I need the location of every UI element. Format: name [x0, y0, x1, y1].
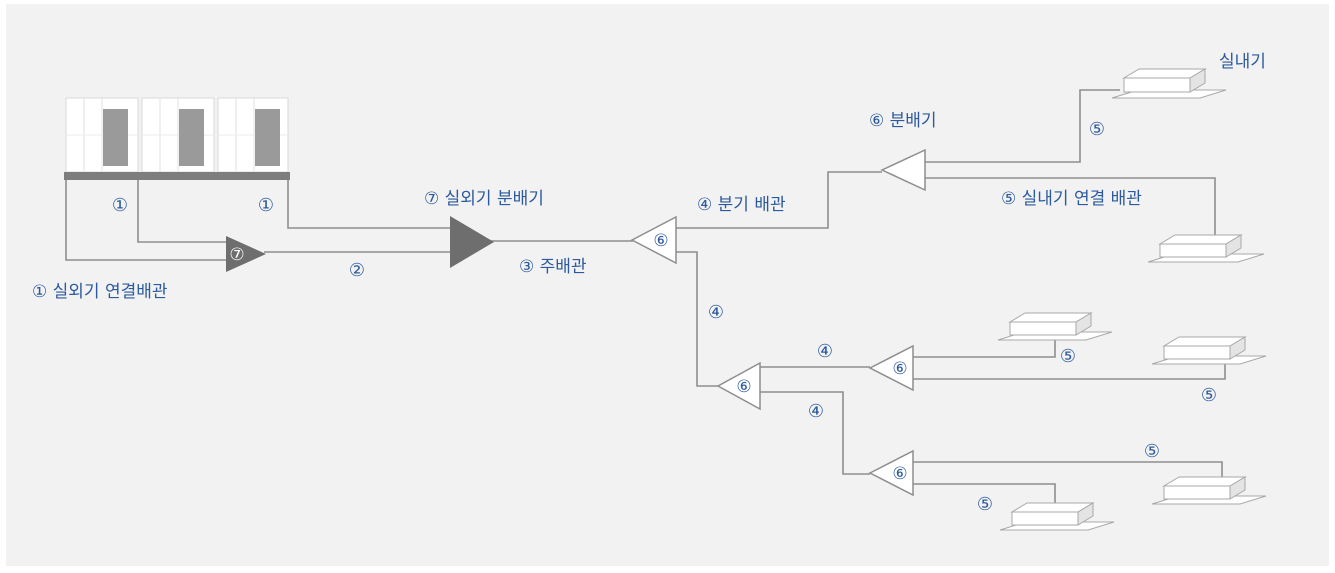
indoor-unit: [1151, 336, 1267, 365]
distributor-main: [630, 215, 677, 265]
indoor-unit: [997, 312, 1113, 341]
branch-pipe-lower: [676, 251, 718, 387]
distributor-lower: [716, 361, 761, 411]
indoor-unit: [999, 502, 1115, 531]
marker-five: ⑤: [1089, 119, 1105, 140]
marker-four: ④: [808, 401, 824, 422]
indoor-unit: [1111, 68, 1227, 99]
branch-pipe-bottom: [760, 391, 870, 475]
outdoor-units: [64, 97, 290, 180]
marker-six: ⑥: [892, 359, 907, 379]
indoor-unit: [1147, 234, 1265, 263]
marker-one: ①: [112, 195, 128, 216]
outdoor-unit: [65, 97, 139, 173]
marker-five: ⑤: [977, 494, 993, 515]
distributor-bottom: [868, 449, 914, 497]
label-outdoor-connection-pipe: ① 실외기 연결배관: [32, 282, 168, 302]
label-main-pipe: ③ 주배관: [519, 257, 587, 277]
distributor-upper: [880, 148, 926, 192]
label-branch-pipe: ④ 분기 배관: [697, 195, 786, 215]
outdoor-connection-pipes: [65, 180, 452, 261]
marker-five: ⑤: [1201, 385, 1217, 406]
outdoor-unit: [141, 97, 215, 173]
marker-one: ①: [258, 195, 274, 216]
outdoor-header-small: [226, 236, 266, 272]
outdoor-unit: [217, 97, 289, 173]
marker-five: ⑤: [1060, 346, 1076, 367]
indoor-unit: [1151, 476, 1267, 505]
marker-six: ⑥: [653, 231, 668, 251]
outdoor-header-large: [450, 216, 494, 268]
marker-two: ②: [349, 260, 365, 281]
marker-six: ⑥: [736, 377, 751, 397]
label-distributor: ⑥ 분배기: [869, 111, 937, 131]
outdoor-unit-base: [64, 172, 290, 180]
marker-four: ④: [708, 302, 724, 323]
marker-four: ④: [817, 341, 833, 362]
label-outdoor-header: ⑦ 실외기 분배기: [424, 189, 544, 209]
marker-seven-small: ⑦: [229, 245, 244, 265]
branch-pipe-upper: [676, 171, 882, 229]
label-indoor-connection-pipe: ⑤ 실내기 연결 배관: [1001, 189, 1142, 209]
marker-five: ⑤: [1144, 441, 1160, 462]
marker-six: ⑥: [892, 464, 907, 484]
distributor-mid: [868, 344, 914, 392]
label-indoor-unit: 실내기: [1219, 52, 1266, 72]
